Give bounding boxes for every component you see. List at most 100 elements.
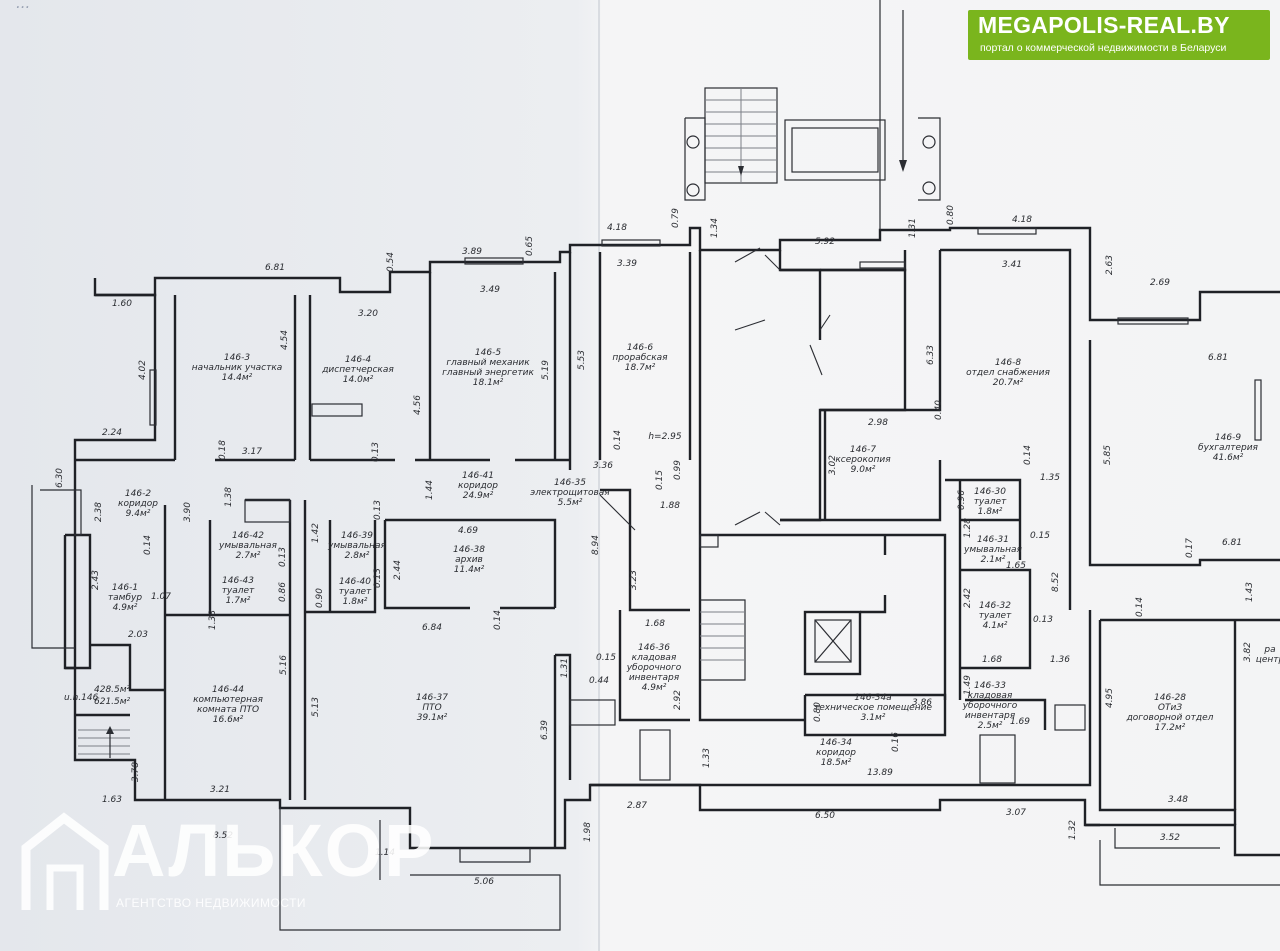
dimension-label: 3.39 [617, 259, 637, 269]
dimension-label: 6.30 [55, 468, 65, 488]
dimension-label: 0.86 [278, 582, 288, 602]
dimension-label: 2.38 [94, 502, 104, 522]
room-label-line: инвентаря [629, 673, 680, 683]
dimension-label: 6.50 [815, 811, 835, 821]
room-label-line: туалет [222, 586, 255, 596]
room-label-line: туалет [974, 497, 1007, 507]
room-label-line: 41.6м² [1213, 453, 1244, 463]
dimension-label: 5.53 [577, 350, 587, 370]
room-label-line: 146-32 [979, 601, 1011, 611]
room-label-line: 16.6м² [213, 715, 244, 725]
alkor-title: АЛЬКОР [112, 809, 436, 892]
dimension-label: 1.36 [1050, 655, 1070, 665]
room-label-line: 146-6 [627, 343, 653, 353]
dimension-label: 2.98 [868, 418, 888, 428]
dimension-label: 4.18 [607, 223, 627, 233]
megapolis-title: MEGAPOLIS-REAL.BY [978, 12, 1230, 38]
dimension-label: 2.69 [1150, 278, 1170, 288]
room-label-line: архив [455, 555, 483, 565]
dimension-label: 0.80 [813, 702, 823, 722]
room-label-line: ПТО [422, 703, 441, 713]
room-label-line: умывальная [963, 545, 1022, 555]
dimension-label: 2.63 [1105, 255, 1115, 275]
room-label-line: коридор [118, 499, 158, 509]
dimension-label: 5.06 [474, 877, 494, 887]
dimension-label: 0.13 [1033, 615, 1053, 625]
dimension-label: 0.79 [671, 208, 681, 228]
dimension-label: 2.42 [963, 588, 973, 608]
dimension-label: 1.34 [710, 218, 720, 238]
room-label-line: центр [1256, 655, 1280, 665]
room-label-line: 9.0м² [851, 465, 876, 475]
dimension-label: 3.49 [480, 285, 500, 295]
dimension-label: 0.14 [143, 535, 153, 555]
dimension-label: 0.15 [655, 470, 665, 490]
room-label-line: 146-39 [341, 531, 373, 541]
dimension-label: 0.15 [1030, 531, 1050, 541]
room-label-line: 2.7м² [236, 551, 261, 561]
dimension-label: 1.31 [908, 218, 918, 238]
dimension-label: 6.84 [422, 623, 442, 633]
house-icon [21, 812, 109, 910]
room-label-line: уборочного [962, 701, 1018, 711]
dimension-label: 0.13 [373, 568, 383, 588]
room-label-line: 9.4м² [126, 509, 151, 519]
room-label-line: прорабская [612, 353, 668, 363]
dimension-label: 0.17 [1185, 538, 1195, 558]
dimension-label: 0.14 [613, 430, 623, 450]
dimension-label: 0.15 [596, 653, 616, 663]
room-label-line: 146-9 [1215, 433, 1241, 443]
dimension-label: 3.90 [183, 502, 193, 522]
dimension-label: 4.02 [138, 360, 148, 380]
summary-area-1: 428.5м² [94, 685, 131, 695]
room-label-line: 146-43 [222, 576, 254, 586]
dimension-label: 1.65 [1006, 561, 1026, 571]
room-label-line: умывальная [327, 541, 386, 551]
room-label-line: 146-1 [112, 583, 138, 593]
room-label-line: комната ПТО [197, 705, 259, 715]
dimension-label: 0.13 [278, 547, 288, 567]
dimension-label: 0.18 [218, 440, 228, 460]
room-label-line: диспетчерская [321, 365, 394, 375]
room-label-line: 2.1м² [981, 555, 1006, 565]
megapolis-logo[interactable]: MEGAPOLIS-REAL.BY портал о коммерческой … [968, 10, 1270, 60]
room-label-line: 146-28 [1154, 693, 1186, 703]
room-label-line: 18.5м² [821, 758, 852, 768]
room-label-line: умывальная [218, 541, 277, 551]
dimension-label: 1.69 [1010, 717, 1030, 727]
room-label-line: 18.1м² [473, 378, 504, 388]
dimension-label: 0.16 [891, 732, 901, 752]
dimension-label: 1.14 [375, 848, 395, 858]
room-label-line: ОТиЗ [1158, 703, 1182, 713]
dimension-label: 1.60 [112, 299, 132, 309]
room-label-line: ксерокопия [835, 455, 891, 465]
room-label-line: 4.9м² [113, 603, 138, 613]
room-label-line: коридор [458, 481, 498, 491]
dimension-label: 1.49 [963, 675, 973, 695]
dimension-label: 1.28 [963, 518, 973, 538]
dimension-label: 4.95 [1105, 688, 1115, 708]
dimension-label: 6.39 [540, 720, 550, 740]
room-label-line: 146-36 [638, 643, 670, 653]
dimension-label: 0.90 [315, 588, 325, 608]
dimension-label: 0.13 [371, 442, 381, 462]
room-label-line: 5.5м² [558, 498, 583, 508]
summary-area: u.n.146 428.5м² 621.5м² [64, 685, 131, 707]
room-label-line: 146-35 [554, 478, 586, 488]
dimension-label: 0.44 [589, 676, 609, 686]
